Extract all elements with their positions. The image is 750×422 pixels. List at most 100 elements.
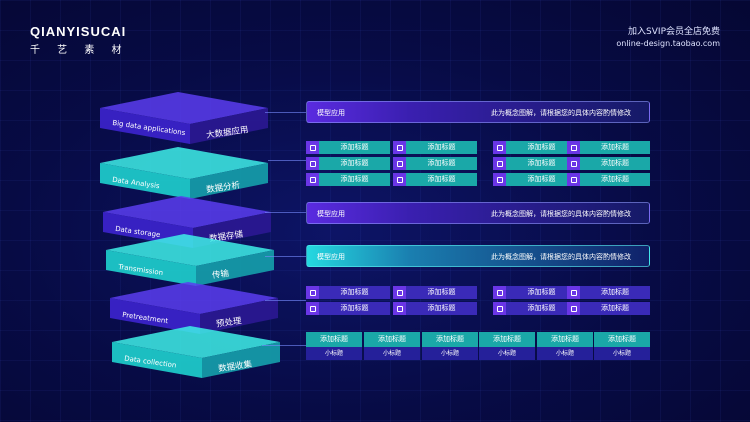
- add-title-cell: 添加标题: [493, 157, 577, 170]
- brand-name: QIANYISUCAI: [30, 24, 127, 39]
- model-bar-3: 模型应用 此为概念图解，请根据您的具体内容酌情修改: [306, 245, 650, 267]
- cell-label: 添加标题: [319, 157, 390, 170]
- add-title-cell: 添加标题: [393, 157, 477, 170]
- bar-label: 模型应用: [317, 253, 345, 261]
- cell-label: 添加标题: [580, 173, 650, 186]
- cell-label: 添加标题: [406, 173, 477, 186]
- collection-title: 添加标题: [479, 332, 535, 347]
- collection-item: 添加标题小标题: [422, 332, 478, 360]
- brand-cn: 千 艺 素 材: [30, 45, 129, 56]
- connector-line: [268, 160, 306, 161]
- document-icon: [493, 302, 506, 315]
- add-title-cell: 添加标题: [393, 173, 477, 186]
- connector-line: [265, 300, 306, 301]
- add-title-cell: 添加标题: [306, 173, 390, 186]
- add-title-cell: 添加标题: [393, 286, 477, 299]
- collection-title: 添加标题: [594, 332, 650, 347]
- bar-desc: 此为概念图解，请根据您的具体内容酌情修改: [491, 253, 631, 261]
- cell-label: 添加标题: [406, 141, 477, 154]
- connector-line: [265, 112, 306, 113]
- document-icon: [493, 286, 506, 299]
- bar-desc: 此为概念图解，请根据您的具体内容酌情修改: [491, 210, 631, 218]
- collection-title: 添加标题: [364, 332, 420, 347]
- cell-label: 添加标题: [506, 173, 577, 186]
- document-icon: [306, 286, 319, 299]
- collection-title: 添加标题: [422, 332, 478, 347]
- document-icon: [567, 286, 580, 299]
- document-icon: [393, 286, 406, 299]
- collection-item: 添加标题小标题: [594, 332, 650, 360]
- cell-label: 添加标题: [319, 286, 390, 299]
- cell-label: 添加标题: [319, 173, 390, 186]
- brand: QIANYISUCAI 千 艺 素 材: [30, 24, 129, 56]
- cell-label: 添加标题: [580, 141, 650, 154]
- bar-label: 模型应用: [317, 109, 345, 117]
- document-icon: [567, 302, 580, 315]
- document-icon: [493, 173, 506, 186]
- add-title-cell: 添加标题: [567, 173, 650, 186]
- document-icon: [393, 141, 406, 154]
- cell-label: 添加标题: [580, 286, 650, 299]
- add-title-cell: 添加标题: [493, 173, 577, 186]
- cell-label: 添加标题: [319, 302, 390, 315]
- bar-desc: 此为概念图解，请根据您的具体内容酌情修改: [491, 109, 631, 117]
- document-icon: [493, 141, 506, 154]
- add-title-cell: 添加标题: [393, 302, 477, 315]
- model-bar-2: 模型应用 此为概念图解，请根据您的具体内容酌情修改: [306, 202, 650, 224]
- cell-label: 添加标题: [406, 302, 477, 315]
- add-title-cell: 添加标题: [306, 286, 390, 299]
- document-icon: [567, 141, 580, 154]
- cell-label: 添加标题: [506, 302, 577, 315]
- connector-line: [262, 345, 306, 346]
- cell-label: 添加标题: [506, 141, 577, 154]
- collection-item: 添加标题小标题: [364, 332, 420, 360]
- cell-label: 添加标题: [506, 286, 577, 299]
- connector-line: [265, 212, 306, 213]
- add-title-cell: 添加标题: [493, 286, 577, 299]
- add-title-cell: 添加标题: [393, 141, 477, 154]
- collection-item: 添加标题小标题: [479, 332, 535, 360]
- add-title-cell: 添加标题: [567, 302, 650, 315]
- document-icon: [567, 157, 580, 170]
- add-title-cell: 添加标题: [567, 141, 650, 154]
- add-title-cell: 添加标题: [567, 286, 650, 299]
- add-title-cell: 添加标题: [567, 157, 650, 170]
- cell-label: 添加标题: [406, 286, 477, 299]
- shop-url: online-design.taobao.com: [616, 39, 720, 48]
- collection-subtitle: 小标题: [422, 347, 478, 360]
- cell-label: 添加标题: [406, 157, 477, 170]
- collection-subtitle: 小标题: [537, 347, 593, 360]
- add-title-cell: 添加标题: [493, 141, 577, 154]
- document-icon: [567, 173, 580, 186]
- add-title-cell: 添加标题: [306, 302, 390, 315]
- document-icon: [493, 157, 506, 170]
- document-icon: [306, 302, 319, 315]
- document-icon: [393, 157, 406, 170]
- document-icon: [306, 173, 319, 186]
- svip-text: 加入SVIP会员全店免费: [628, 27, 720, 37]
- bar-label: 模型应用: [317, 210, 345, 218]
- collection-item: 添加标题小标题: [537, 332, 593, 360]
- top-right-info: 加入SVIP会员全店免费 online-design.taobao.com: [616, 26, 720, 50]
- model-bar-1: 模型应用 此为概念图解，请根据您的具体内容酌情修改: [306, 101, 650, 123]
- add-title-cell: 添加标题: [493, 302, 577, 315]
- cell-label: 添加标题: [506, 157, 577, 170]
- collection-subtitle: 小标题: [479, 347, 535, 360]
- collection-subtitle: 小标题: [594, 347, 650, 360]
- add-title-cell: 添加标题: [306, 157, 390, 170]
- collection-title: 添加标题: [537, 332, 593, 347]
- collection-subtitle: 小标题: [306, 347, 362, 360]
- layer-zh-label: 传输: [211, 268, 230, 282]
- document-icon: [393, 173, 406, 186]
- cell-label: 添加标题: [580, 157, 650, 170]
- collection-item: 添加标题小标题: [306, 332, 362, 360]
- add-title-cell: 添加标题: [306, 141, 390, 154]
- document-icon: [306, 141, 319, 154]
- collection-title: 添加标题: [306, 332, 362, 347]
- cell-label: 添加标题: [319, 141, 390, 154]
- document-icon: [306, 157, 319, 170]
